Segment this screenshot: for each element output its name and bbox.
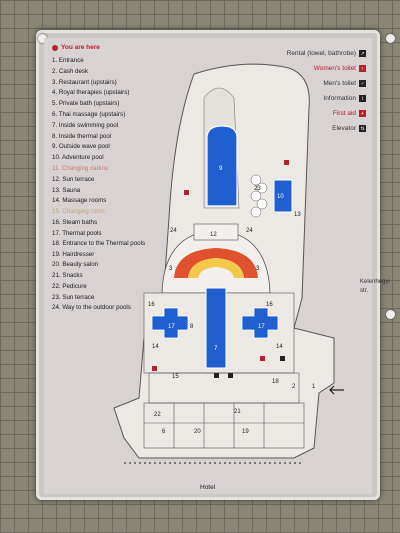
map-label: 2 (292, 384, 296, 390)
location-dot-icon (52, 44, 58, 51)
map-label: 1 (312, 384, 316, 390)
services-legend: Rental (towel, bathrobe) ↗ Women's toile… (236, 46, 366, 136)
map-label: 3 (169, 266, 173, 272)
floor-plan: 9 23 10 13 24 12 24 3 3 16 16 17 7 8 17 … (113, 63, 344, 464)
map-label: 24 (246, 228, 253, 234)
frame-screw (386, 34, 395, 43)
map-label: 19 (242, 429, 249, 435)
legend-item: 3. Restaurant (upstairs) (52, 78, 117, 86)
service-rental: Rental (towel, bathrobe) ↗ (286, 50, 366, 57)
service-womens-toilet: Women's toilet ♀ (313, 65, 366, 72)
legend-panel: You are here 1. Entrance 2. Cash desk 3.… (52, 44, 162, 314)
map-label: 3 (256, 266, 260, 272)
legend-item: 5. Private bath (upstairs) (52, 100, 120, 108)
legend-item: 9. Outside wave pool (52, 143, 110, 151)
entrance-arrow (329, 385, 344, 395)
information-icon: i (359, 95, 366, 102)
map-red-markers (152, 160, 289, 371)
thermal-pool-left (151, 307, 189, 339)
inside-swimming-pool (205, 287, 227, 369)
sun-terrace-shapes (250, 174, 268, 218)
map-label: 8 (190, 324, 194, 330)
map-label: 16 (266, 302, 273, 308)
legend-item: 11. Changing cabins (52, 164, 108, 172)
frame-screw (386, 310, 395, 319)
legend-item: 15. Changing room (52, 208, 105, 216)
legend-item: 20. Beauty salon (52, 261, 99, 269)
frame-screw (38, 34, 47, 43)
legend-item: 17. Thermal pools (52, 229, 102, 237)
legend-item: 12. Sun terrace (52, 175, 95, 183)
lower-rooms (143, 372, 305, 449)
floor-map-poster: 9 23 10 13 24 12 24 3 3 16 16 17 7 8 17 … (44, 38, 390, 494)
map-label: 14 (152, 344, 159, 350)
legend-item: 16. Steam baths (52, 218, 98, 226)
legend-item: 23. Sun terrace (52, 293, 95, 301)
legend-item: 7. Inside swimming pool (52, 121, 119, 129)
changing-cabins-fan (174, 248, 258, 278)
map-label: 22 (154, 412, 161, 418)
map-label: 21 (234, 409, 241, 415)
legend-item: 13. Sauna (52, 186, 81, 194)
map-label: 13 (294, 212, 301, 218)
map-label: 6 (162, 429, 166, 435)
legend-item: 8. Inside thermal pool (52, 132, 112, 140)
service-mens-toilet: Men's toilet ♂ (323, 80, 366, 87)
womens-toilet-icon: ♀ (359, 65, 366, 72)
street-label: Kelenhegyi str. (360, 279, 390, 294)
service-information: Information i (236, 91, 366, 106)
map-label: 15 (172, 374, 179, 380)
legend-item: 2. Cash desk (52, 67, 89, 75)
legend-item: 10. Adventure pool (52, 154, 104, 162)
map-label: 12 (210, 232, 217, 238)
service-first-aid: First aid + (236, 106, 366, 121)
map-label: 17 (168, 324, 175, 330)
legend-item: 14. Massage rooms (52, 197, 107, 205)
map-number-labels: 9 23 10 13 24 12 24 3 3 16 16 17 7 8 17 … (148, 166, 316, 435)
hotel-label: Hotel (200, 484, 216, 491)
legend-list: 1. Entrance 2. Cash desk 3. Restaurant (… (52, 56, 162, 314)
map-label: 17 (258, 324, 265, 330)
legend-item: 18. Entrance to the Thermal pools (52, 239, 146, 247)
sun-terrace-12 (193, 223, 239, 241)
mens-toilet-icon: ♂ (359, 80, 366, 87)
legend-item: 6. Thai massage (upstairs) (52, 110, 126, 118)
first-aid-icon: + (359, 110, 366, 117)
adventure-pool (273, 179, 293, 213)
map-label: 14 (276, 344, 283, 350)
legend-item: 21. Snacks (52, 272, 83, 280)
thermal-pool-right (241, 307, 279, 339)
rental-icon: ↗ (359, 50, 366, 57)
map-label: 24 (170, 228, 177, 234)
elevator-icon: ⇅ (359, 125, 366, 132)
map-label: 20 (194, 429, 201, 435)
service-elevator: Elevator ⇅ (332, 125, 366, 132)
you-are-here-label: You are here (61, 44, 100, 51)
legend-item: 1. Entrance (52, 57, 84, 64)
map-label: 18 (272, 379, 279, 385)
map-dark-markers (214, 356, 285, 378)
legend-item: 4. Royal therapies (upstairs) (52, 89, 130, 97)
map-label: 10 (277, 194, 284, 200)
wave-pool (206, 125, 238, 207)
legend-item: 24. Way to the outdoor pools (52, 303, 131, 311)
map-label: 7 (214, 346, 218, 352)
map-label: 16 (148, 302, 155, 308)
map-label: 9 (219, 166, 223, 172)
legend-item: 22. Pedicure (52, 282, 87, 290)
you-are-here-heading: You are here (52, 44, 162, 51)
legend-item: 19. Hairdresser (52, 250, 95, 258)
map-label: 23 (254, 186, 261, 192)
